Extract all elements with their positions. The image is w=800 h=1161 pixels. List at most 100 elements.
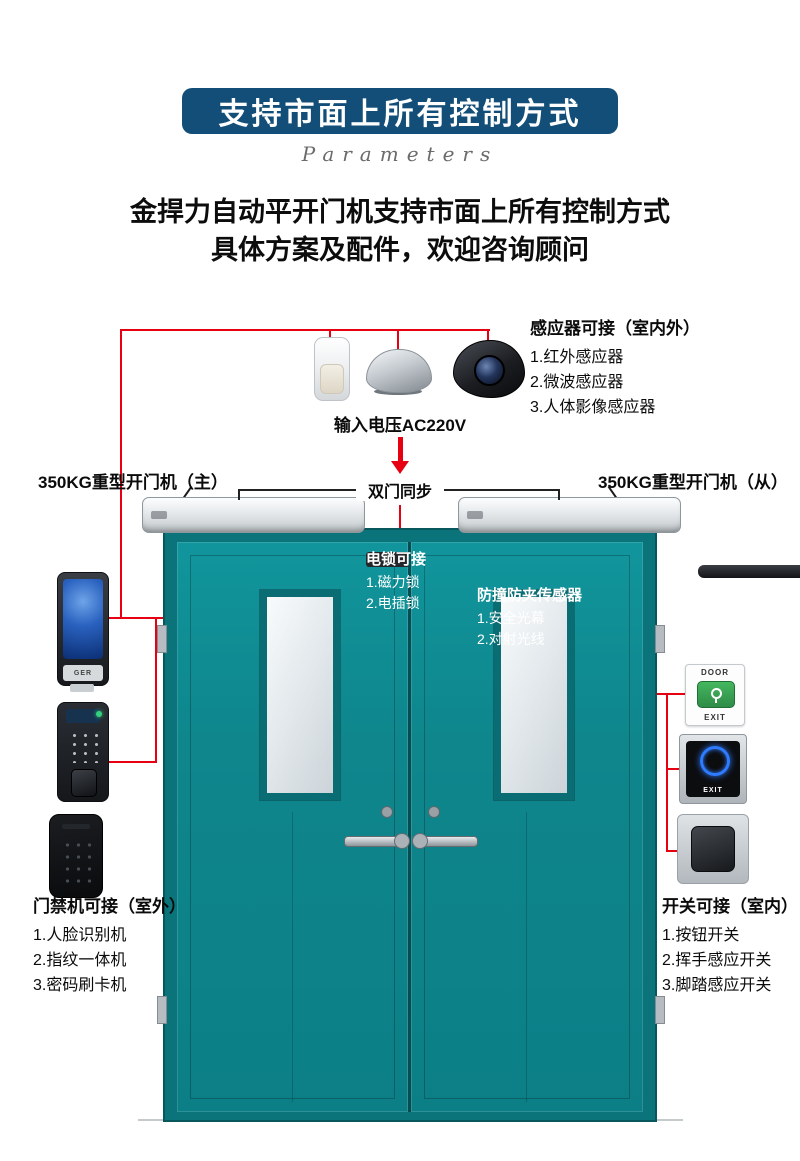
- door-center-gap: [408, 542, 411, 1112]
- lock-options-block: 电锁可接 1.磁力锁 2.电插锁: [366, 548, 426, 614]
- hinge-left-bottom: [157, 996, 167, 1024]
- anti-pinch-sensor-strip: [698, 565, 800, 578]
- no-touch-switch-device: EXIT: [679, 734, 747, 804]
- sync-label: 双门同步: [356, 478, 444, 501]
- hinge-right-bottom: [655, 996, 665, 1024]
- switch-option-3: 3.脚踏感应开关: [662, 977, 772, 994]
- fingerprint-sensor: [71, 769, 97, 797]
- parameters-script: Parameters: [301, 142, 499, 166]
- foot-switch-plate: [677, 814, 749, 884]
- no-touch-plate: EXIT: [679, 734, 747, 804]
- anti-pinch-title: 防撞防夹传感器: [477, 587, 583, 604]
- access-option-3: 3.密码刷卡机: [33, 977, 127, 994]
- hinge-left-top: [157, 625, 167, 653]
- operator-logo: [151, 511, 167, 519]
- lock-options-title: 电锁可接: [366, 551, 427, 568]
- fingerprint-keypad: [67, 729, 100, 763]
- operator-right-label: 350KG重型开门机（从）: [598, 473, 788, 492]
- operator-left-label: 350KG重型开门机（主）: [38, 473, 228, 492]
- wire-notouch-link: [666, 768, 682, 770]
- no-touch-sensor-ring: [700, 746, 730, 776]
- power-label: 输入电压AC220V: [333, 416, 467, 435]
- lock-option-2: 2.电插锁: [366, 595, 420, 611]
- double-door: [163, 528, 800, 1122]
- fingerprint-status-led: [96, 711, 102, 717]
- sync-bracket-tick-left: [238, 489, 240, 500]
- sensor-options-title: 感应器可接（室内外）: [530, 319, 700, 338]
- wire-exitbutton-to-door: [654, 693, 687, 695]
- wire-fingerprint-to-door: [103, 761, 157, 763]
- switch-option-1: 1.按钮开关: [662, 927, 740, 944]
- door-cylinder-left: [381, 806, 393, 818]
- power-arrow-stem: [398, 437, 403, 462]
- foot-switch-device: [677, 814, 749, 884]
- wire-left-vertical: [120, 329, 122, 619]
- door-panel-outline: [190, 555, 395, 1099]
- key-icon: [711, 688, 722, 703]
- sync-bracket-tick-right: [558, 489, 560, 500]
- no-touch-label: EXIT: [703, 787, 723, 794]
- card-reader-display: [62, 824, 90, 829]
- switch-options-title: 开关可接（室内）: [662, 897, 798, 916]
- door-leaf-left: [177, 542, 424, 1112]
- face-recognition-device: GER: [57, 572, 109, 692]
- switch-option-2: 2.挥手感应开关: [662, 952, 772, 969]
- access-options-title: 门禁机可接（室外）: [33, 897, 186, 916]
- switch-options-block: 开关可接（室内） 1.按钮开关 2.挥手感应开关 3.脚踏感应开关: [662, 892, 798, 998]
- anti-pinch-block: 防撞防夹传感器 1.安全光幕 2.对射光线: [477, 584, 582, 650]
- camera-sensor-lens: [474, 355, 505, 386]
- hinge-right-top: [655, 625, 665, 653]
- wire-right-vertical: [666, 693, 668, 852]
- infrared-sensor-lens: [320, 364, 344, 394]
- wire-lock-link: [399, 505, 401, 550]
- door-window-right: [494, 590, 574, 800]
- door-panel-outline: [424, 555, 630, 1099]
- fingerprint-device-body: [57, 702, 109, 802]
- intro-line-1: 金捍力自动平开门机支持市面上所有控制方式: [130, 197, 670, 227]
- card-reader-device: [49, 814, 103, 898]
- foot-switch-pad[interactable]: [691, 826, 735, 872]
- operator-logo: [467, 511, 483, 519]
- lock-option-1: 1.磁力锁: [366, 574, 420, 590]
- wire-left-vertical-2: [155, 617, 157, 763]
- wire-drop-camera: [487, 329, 489, 344]
- title-banner: 支持市面上所有控制方式: [182, 88, 618, 134]
- camera-sensor-image: [453, 340, 525, 398]
- face-device-body: GER: [57, 572, 109, 686]
- microwave-sensor-image: [366, 349, 432, 393]
- exit-button-bottom-text: EXIT: [704, 713, 726, 722]
- door-window-left: [260, 590, 340, 800]
- infrared-sensor-image: [314, 337, 350, 401]
- door-handle-right-mount: [412, 833, 428, 849]
- anti-pinch-option-2: 2.对射光线: [477, 631, 545, 647]
- fingerprint-device: [57, 702, 109, 802]
- access-option-2: 2.指纹一体机: [33, 952, 127, 969]
- exit-button-device: DOOR EXIT: [685, 664, 745, 726]
- face-device-screen: [63, 579, 103, 659]
- card-reader-keypad: [60, 837, 92, 883]
- sensor-option-1: 1.红外感应器: [530, 349, 624, 366]
- intro-line-2: 具体方案及配件，欢迎咨询顾问: [211, 235, 589, 265]
- door-seam-right: [526, 812, 527, 1102]
- exit-button-green[interactable]: [697, 681, 735, 708]
- exit-button-top-text: DOOR: [701, 668, 729, 677]
- sensor-option-2: 2.微波感应器: [530, 374, 624, 391]
- exit-button-plate: DOOR EXIT: [685, 664, 745, 726]
- face-device-base: [70, 684, 94, 692]
- access-options-block: 门禁机可接（室外） 1.人脸识别机 2.指纹一体机 3.密码刷卡机: [33, 892, 186, 998]
- wire-footswitch-link: [666, 850, 680, 852]
- door-handle-left-mount: [394, 833, 410, 849]
- wire-drop-pir: [329, 329, 331, 343]
- wire-top-bus: [120, 329, 490, 331]
- sensor-option-3: 3.人体影像感应器: [530, 399, 656, 416]
- anti-pinch-option-1: 1.安全光幕: [477, 610, 545, 626]
- no-touch-panel[interactable]: EXIT: [686, 741, 740, 797]
- door-operator-right: [458, 497, 681, 533]
- door-cylinder-right: [428, 806, 440, 818]
- sensor-options-block: 感应器可接（室内外） 1.红外感应器 2.微波感应器 3.人体影像感应器: [530, 314, 700, 420]
- card-reader-body: [49, 814, 103, 898]
- access-option-1: 1.人脸识别机: [33, 927, 127, 944]
- power-arrow-head: [391, 461, 409, 474]
- wire-face-to-door: [103, 617, 167, 619]
